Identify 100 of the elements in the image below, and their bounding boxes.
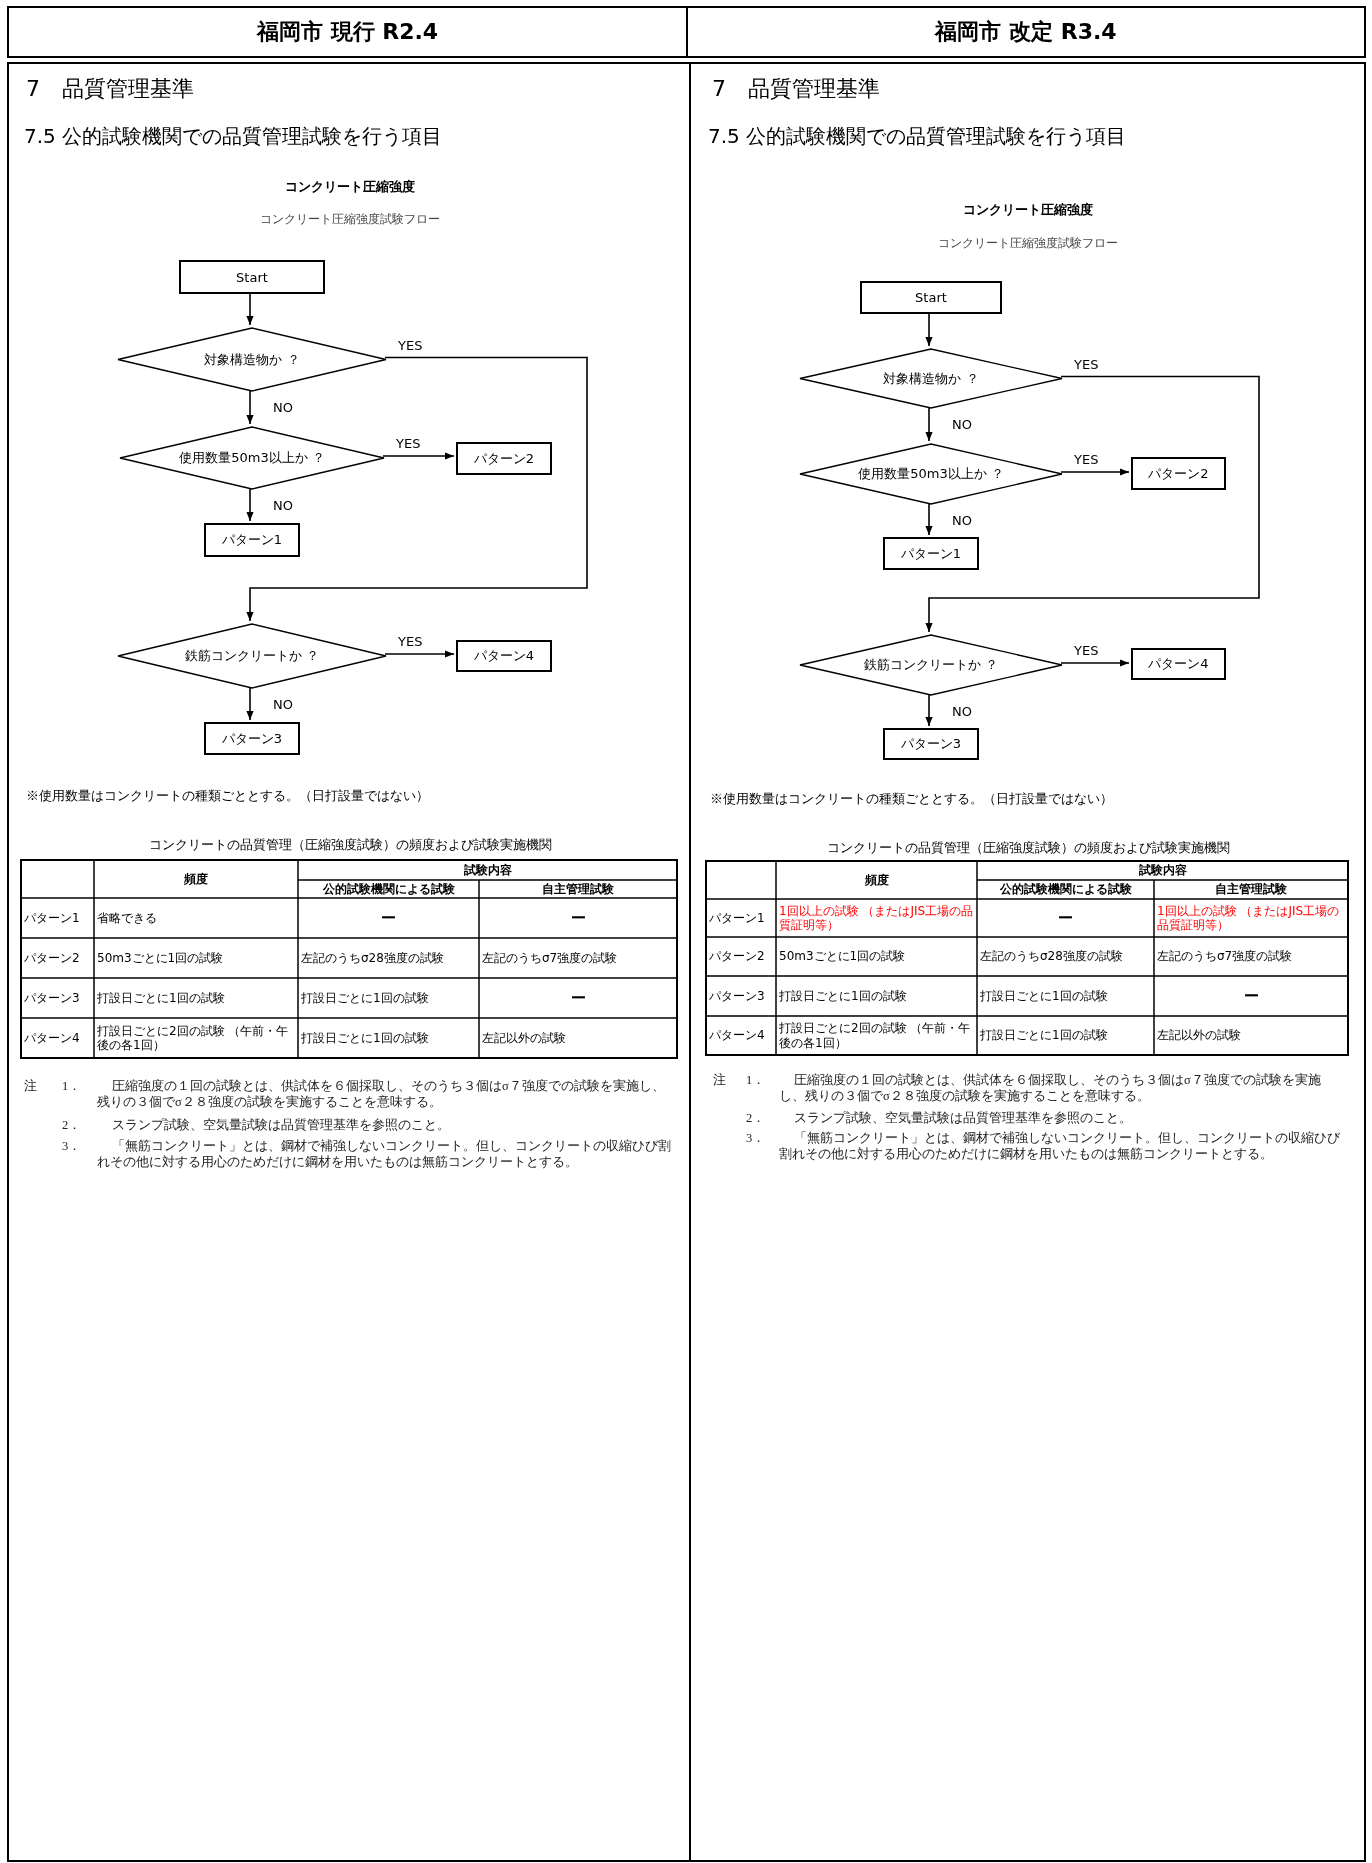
column-header: 公的試験機関による試験 [321,882,456,896]
arrow [384,650,455,658]
arrow [382,452,455,460]
result-box: パターン3 [883,728,979,760]
table-caption: コンクリートの品質管理（圧縮強度試験）の頻度および試験実施機関 [826,840,1230,856]
row-header: パターン3 [709,987,766,1005]
column-header: 試験内容 [462,862,513,878]
cell-text: 省略できる [97,909,158,927]
cell-text: 50m3ごとに1回の試験 [97,949,225,967]
column-header: 自主管理試験 [541,882,615,896]
edge-label: NO [272,697,294,712]
chart-title: コンクリート圧縮強度 [963,202,1093,218]
edge-label: NO [272,498,294,513]
edge-label: NO [272,400,294,415]
result-box: パターン4 [1131,648,1226,680]
edge-label: YES [1073,643,1100,658]
column-header: 公的試験機関による試験 [998,882,1133,897]
arrow [246,389,254,425]
row-header: パターン2 [24,949,81,967]
edge-label: NO [951,704,973,719]
panel [7,62,691,1862]
column-header: 福岡市 改定 R3.4 [686,6,1366,58]
cell-text: 打設日ごとに1回の試験 [980,987,1109,1005]
note-text: スランプ試験、空気量試験は品質管理基準を参照のこと。 [111,1117,451,1134]
cell-text: 1回以上の試験 （またはJIS工場の品質証明等） [1157,902,1341,934]
arrow [925,693,933,727]
note-number: 3． [746,1130,766,1147]
cell-text: 左記のうちσ7強度の試験 [1157,948,1294,966]
cell-text: 打設日ごとに1回の試験 [779,987,908,1005]
arrow [925,406,933,442]
arrow [925,375,1260,633]
cell-text: 左記のうちσ28強度の試験 [980,948,1124,966]
note-text: スランプ試験、空気量試験は品質管理基準を参照のこと。 [793,1110,1133,1127]
note-text: 圧縮強度の１回の試験とは、供試体を６個採取し、そのうち３個はσ７強度での試験を実施し、残りの３個でσ２８強度の試験を実施することを意味する。 [97,1078,666,1111]
arrow [925,502,933,536]
dash: ー [380,908,397,929]
note: ※使用数量はコンクリートの種類ごととする。（日打設量ではない） [26,788,429,804]
note-number: 1． [62,1078,82,1095]
column-header: 試験内容 [1137,863,1188,878]
note-label: 注 [713,1072,726,1089]
column-header: 頻度 [183,870,209,888]
cell-text: 左記のうちσ28強度の試験 [301,949,445,967]
arrow [246,686,254,721]
note-number: 2． [746,1110,766,1127]
table-caption: コンクリートの品質管理（圧縮強度試験）の頻度および試験実施機関 [148,837,552,853]
note-number: 2． [62,1117,82,1134]
column-header: 頻度 [863,871,890,889]
edge-label: YES [397,634,424,649]
row-header: パターン1 [24,909,81,927]
cell-text: 左記以外の試験 [482,1029,567,1047]
dash: ー [569,988,587,1009]
row-header: パターン3 [24,989,81,1007]
start-box: Start [179,260,325,294]
decision-diamond: 使用数量50m3以上か ？ [119,426,385,490]
cell-text: 左記以外の試験 [1157,1027,1242,1045]
arrow [1060,659,1130,667]
start-box: Start [860,281,1002,314]
column-header: 自主管理試験 [1214,882,1288,897]
dash: ー [1057,908,1074,929]
note-text: 圧縮強度の１回の試験とは、供試体を６個採取し、そのうち３個はσ７強度での試験を実施し、残りの３個でσ２８強度の試験を実施することを意味する。 [779,1072,1322,1105]
note-label: 注 [24,1078,37,1095]
arrow [1060,468,1130,476]
decision-diamond: 対象構造物か ？ [117,327,387,392]
result-box: パターン4 [456,640,552,672]
subsection-heading: 7.5 公的試験機関での品質管理試験を行う項目 [24,124,443,148]
cell-text: 1回以上の試験 （またはJIS工場の品質証明等） [779,902,974,934]
note-text: 「無筋コンクリート」とは、鋼材で補強しないコンクリート。但し、コンクリートの収縮ひび割れその他に対する用心のためだけに鋼材を用いたものは無筋コンクリートとする。 [97,1138,672,1171]
result-box: パターン1 [883,537,979,570]
edge-label: NO [951,417,973,432]
section-heading: 7 品質管理基準 [712,75,880,103]
arrow [246,487,254,522]
result-box: パターン2 [1131,457,1226,490]
row-header: パターン2 [709,948,766,966]
panel [689,62,1366,1862]
note-number: 1． [746,1072,766,1089]
result-box: パターン3 [204,722,300,755]
result-box: パターン2 [456,442,552,475]
cell-text: 打設日ごとに1回の試験 [980,1027,1109,1045]
edge-label: NO [951,513,973,528]
cell-text: 打設日ごとに2回の試験 （午前・午後の各1回） [97,1022,290,1054]
cell-text: 打設日ごとに1回の試験 [301,989,430,1007]
arrow [246,356,588,622]
column-header: 福岡市 現行 R2.4 [7,6,688,58]
dash: ー [569,908,587,929]
result-box: パターン1 [204,523,300,557]
edge-label: YES [395,436,422,451]
decision-diamond: 使用数量50m3以上か ？ [799,443,1063,505]
cell-text: 打設日ごとに1回の試験 [97,989,226,1007]
decision-diamond: 鉄筋コンクリートか ？ [799,634,1063,696]
subsection-heading: 7.5 公的試験機関での品質管理試験を行う項目 [708,124,1127,148]
row-header: パターン1 [709,909,766,927]
row-header: パターン4 [709,1027,766,1045]
note-number: 3． [62,1138,82,1155]
chart-subtitle: コンクリート圧縮強度試験フロー [260,211,440,227]
chart-subtitle: コンクリート圧縮強度試験フロー [938,235,1118,251]
cell-text: 打設日ごとに2回の試験 （午前・午後の各1回） [779,1020,972,1052]
cell-text: 打設日ごとに1回の試験 [301,1029,430,1047]
chart-title: コンクリート圧縮強度 [285,179,415,195]
cell-text: 左記のうちσ7強度の試験 [482,949,619,967]
edge-label: YES [1073,452,1100,467]
